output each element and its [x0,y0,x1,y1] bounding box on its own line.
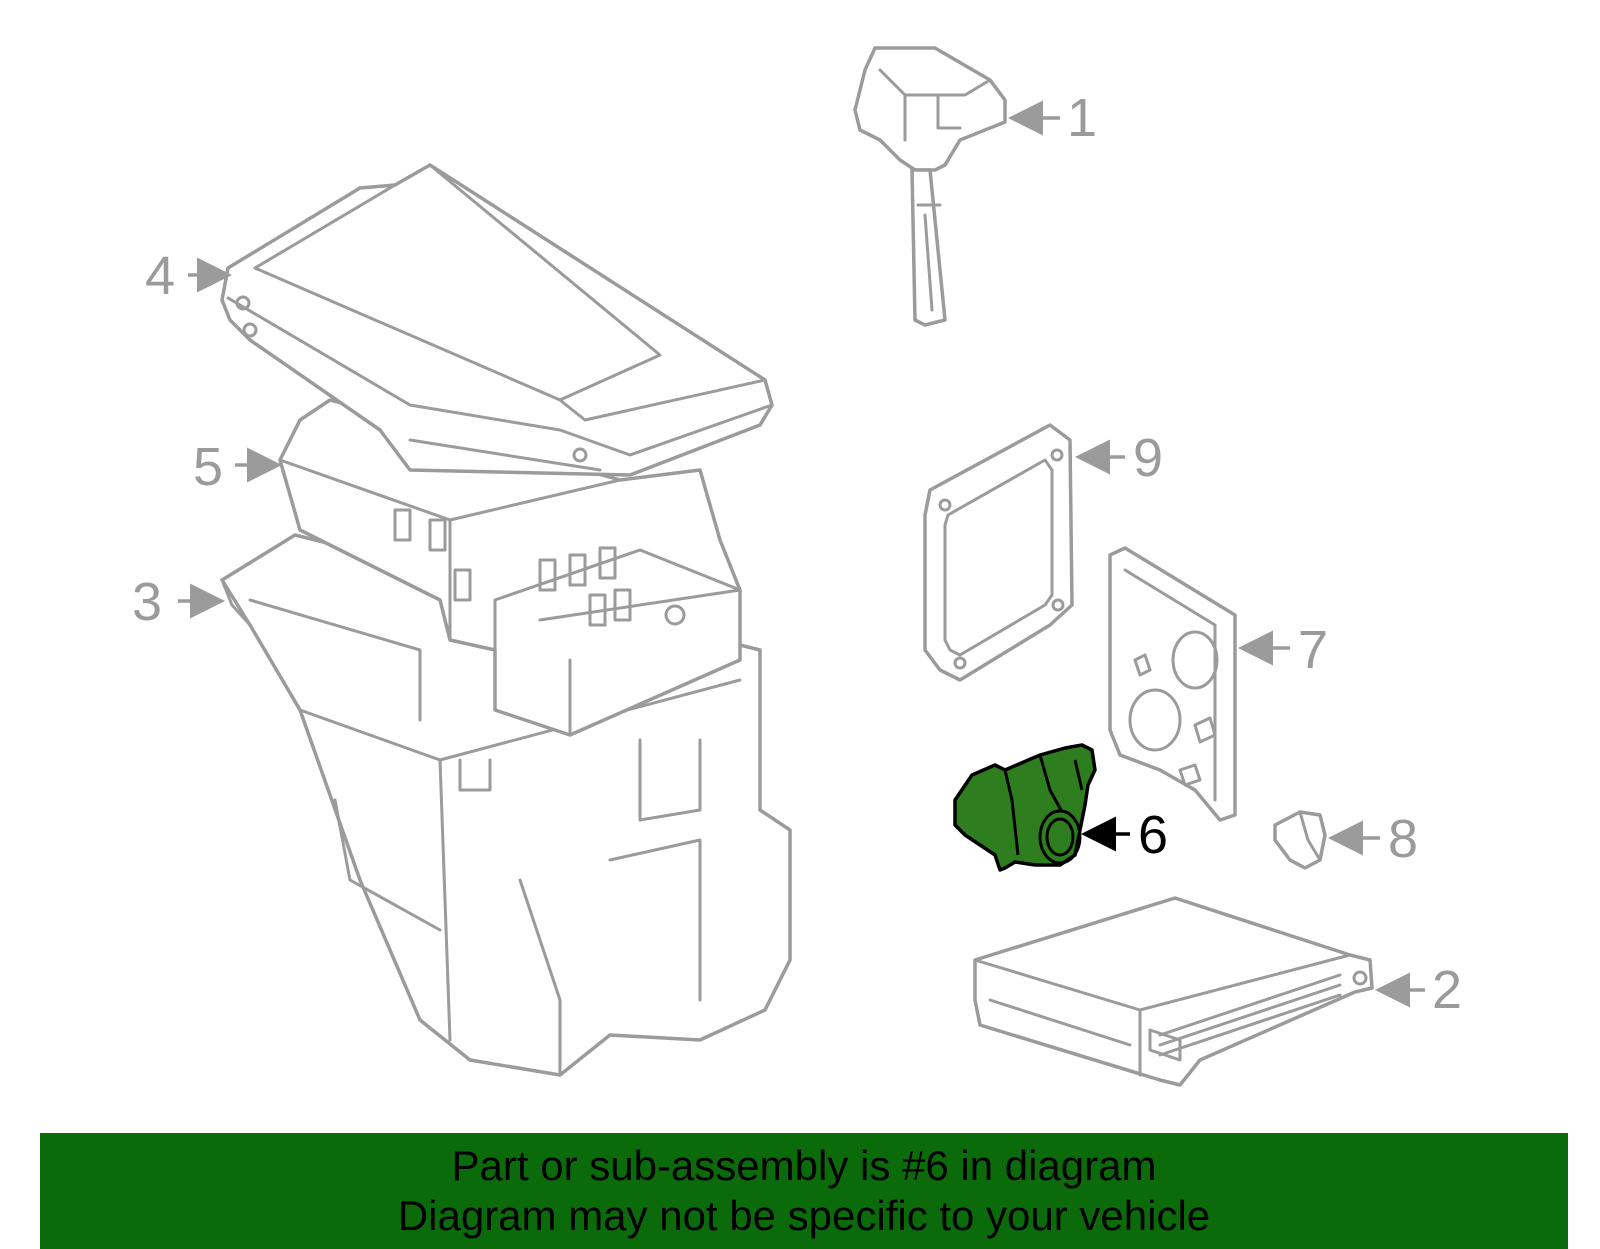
part-2-control-module [973,896,1374,1087]
part-7-bracket [1108,546,1237,822]
callout-label: 2 [1432,960,1462,1020]
callout-label: 6 [1138,805,1168,865]
callout-label: 5 [193,437,223,497]
part-6-highlighted-sensor [953,743,1097,872]
info-banner: Part or sub-assembly is #6 in diagram Di… [40,1133,1568,1249]
parts-diagram: 1 2 3 4 5 6 7 8 9 [132,46,1462,1087]
callout-2: 2 [1375,960,1462,1020]
part-9-gasket [923,423,1074,682]
callout-8: 8 [1328,809,1418,869]
part-1-ignition-coil [853,46,1007,327]
banner-line-2: Diagram may not be specific to your vehi… [397,1192,1211,1239]
callout-label: 3 [132,572,162,632]
callout-7: 7 [1238,620,1328,680]
callout-5: 5 [193,437,282,497]
callout-label: 7 [1298,620,1328,680]
part-8-cap [1273,810,1327,870]
callout-6: 6 [1081,805,1168,865]
callout-label: 9 [1133,428,1163,488]
callout-label: 1 [1067,88,1097,148]
part-4-cover [220,163,774,477]
banner-line-1: Part or sub-assembly is #6 in diagram [451,1142,1157,1189]
callout-label: 8 [1388,809,1418,869]
callout-1: 1 [1008,88,1097,148]
callout-3: 3 [132,572,225,632]
callout-9: 9 [1075,428,1163,488]
callout-label: 4 [145,246,175,306]
callout-4: 4 [145,246,232,306]
